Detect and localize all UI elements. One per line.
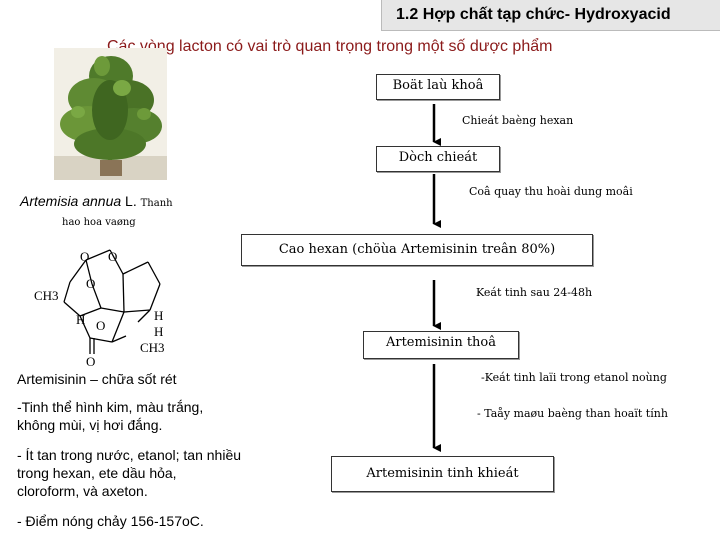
svg-text:O: O [86, 276, 95, 291]
page-title: 1.2 Hợp chất tạp chức- Hydroxyacid [396, 6, 671, 23]
flow-box-extract: Dòch chieát [376, 146, 500, 172]
svg-text:H: H [76, 312, 85, 327]
flow-note-recrystallization: -Keát tinh laïi trong etanol noùng [481, 371, 667, 384]
flow-note-crystallization: Keát tinh sau 24-48h [476, 286, 593, 299]
svg-text:CH3: CH3 [34, 288, 59, 303]
info-line-1: -Tinh thể hình kim, màu trắng, không mùi… [17, 399, 204, 433]
info-line-3: - Điểm nóng chảy 156-157oC. [17, 513, 204, 529]
title-bar: 1.2 Hợp chất tạp chức- Hydroxyacid [381, 0, 720, 31]
info-line-2: - Ít tan trong nước, etanol; tan nhiều t… [17, 447, 242, 499]
artemisinin-heading: Artemisinin – chữa sốt rét [17, 371, 177, 387]
svg-text:O: O [96, 318, 105, 333]
svg-text:CH3: CH3 [140, 340, 165, 355]
artemisia-plant-image [54, 48, 167, 180]
svg-text:O: O [86, 354, 95, 369]
page-subtitle: Các vòng lacton có vai trò quan trọng tr… [107, 38, 553, 55]
plant-caption-line-2: hao hoa vaøng [62, 217, 136, 228]
svg-text:O: O [108, 249, 117, 264]
flow-note-rotary-evaporation: Coâ quay thu hoài dung moâi [469, 185, 633, 198]
svg-text:H: H [154, 324, 163, 339]
svg-text:H: H [154, 308, 163, 323]
flow-box-hexan-residue: Cao hexan (chöùa Artemisinin treân 80%) [241, 234, 593, 266]
artemisinin-structure: O O O CH3 H O H H O CH3 [34, 249, 165, 369]
flow-note-decolorization: - Taåy maøu baèng than hoaït tính [477, 407, 668, 420]
flow-note-hexan-extraction: Chieát baèng hexan [462, 114, 574, 127]
flow-box-dry-leaves: Boät laù khoâ [376, 74, 500, 100]
flow-box-crude-artemisinin: Artemisinin thoâ [363, 331, 519, 359]
flow-box-pure-artemisinin: Artemisinin tinh khieát [331, 456, 554, 492]
svg-text:O: O [80, 249, 89, 264]
plant-caption: Artemisia annua L. Thanh [20, 193, 173, 209]
